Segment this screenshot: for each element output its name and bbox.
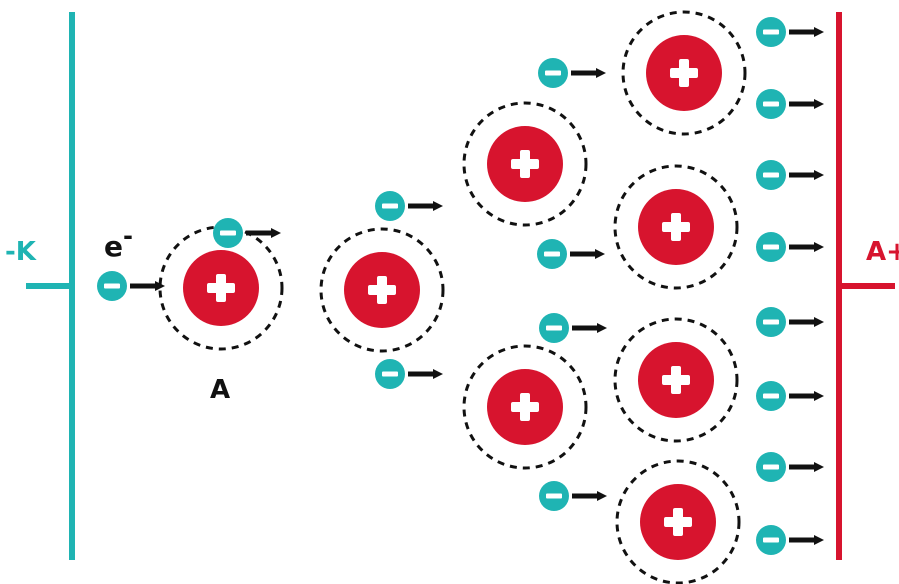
- minus-icon: [382, 371, 398, 377]
- electron-label-superscript: -: [123, 222, 133, 250]
- electron-8: [539, 481, 607, 511]
- ion-3: [462, 101, 588, 227]
- electron-15: [756, 452, 824, 482]
- electron-11: [756, 160, 824, 190]
- electron-group: [97, 17, 824, 555]
- ion-5: [621, 10, 747, 136]
- ion-4: [462, 344, 588, 470]
- minus-icon: [104, 283, 120, 289]
- minus-icon: [546, 493, 562, 499]
- plus-icon: [662, 366, 690, 394]
- electron-2: [213, 218, 281, 248]
- cathode-label: -K: [5, 237, 37, 267]
- ion-group: [158, 10, 747, 584]
- plus-icon: [662, 213, 690, 241]
- electron-4: [375, 359, 443, 389]
- ion-shell: [462, 101, 588, 227]
- minus-icon: [763, 319, 779, 325]
- minus-icon: [763, 464, 779, 470]
- electron-label: e-: [104, 222, 133, 263]
- ion-6: [613, 164, 739, 290]
- ion-shell: [319, 227, 445, 353]
- minus-icon: [763, 393, 779, 399]
- electron-13: [756, 307, 824, 337]
- electron-14: [756, 381, 824, 411]
- plus-icon: [368, 276, 396, 304]
- minus-icon: [763, 101, 779, 107]
- plus-icon: [664, 508, 692, 536]
- electron-7: [539, 313, 607, 343]
- minus-icon: [763, 29, 779, 35]
- electron-1: [97, 271, 165, 301]
- minus-icon: [546, 325, 562, 331]
- plus-icon: [511, 393, 539, 421]
- electron-12: [756, 232, 824, 262]
- ion-2: [319, 227, 445, 353]
- minus-icon: [763, 537, 779, 543]
- minus-icon: [763, 244, 779, 250]
- ion-8: [615, 459, 741, 584]
- ion-shell: [462, 344, 588, 470]
- electron-10: [756, 89, 824, 119]
- ion-shell: [615, 459, 741, 584]
- minus-icon: [544, 251, 560, 257]
- electron-5: [538, 58, 606, 88]
- electron-3: [375, 191, 443, 221]
- plus-icon: [670, 59, 698, 87]
- minus-icon: [382, 203, 398, 209]
- minus-icon: [220, 230, 236, 236]
- electron-9: [756, 17, 824, 47]
- ion-shell: [621, 10, 747, 136]
- electron-label-base: e: [104, 230, 123, 263]
- cathode-electrode: [26, 12, 75, 560]
- anode-electrode: [836, 12, 895, 560]
- minus-icon: [545, 70, 561, 76]
- anode-label: A+: [866, 237, 899, 267]
- minus-icon: [763, 172, 779, 178]
- electron-6: [537, 239, 605, 269]
- ion-7: [613, 317, 739, 443]
- plus-icon: [511, 150, 539, 178]
- ion-shell: [613, 164, 739, 290]
- ion-shell: [613, 317, 739, 443]
- plus-icon: [207, 274, 235, 302]
- atom-label: A: [210, 375, 230, 405]
- electron-16: [756, 525, 824, 555]
